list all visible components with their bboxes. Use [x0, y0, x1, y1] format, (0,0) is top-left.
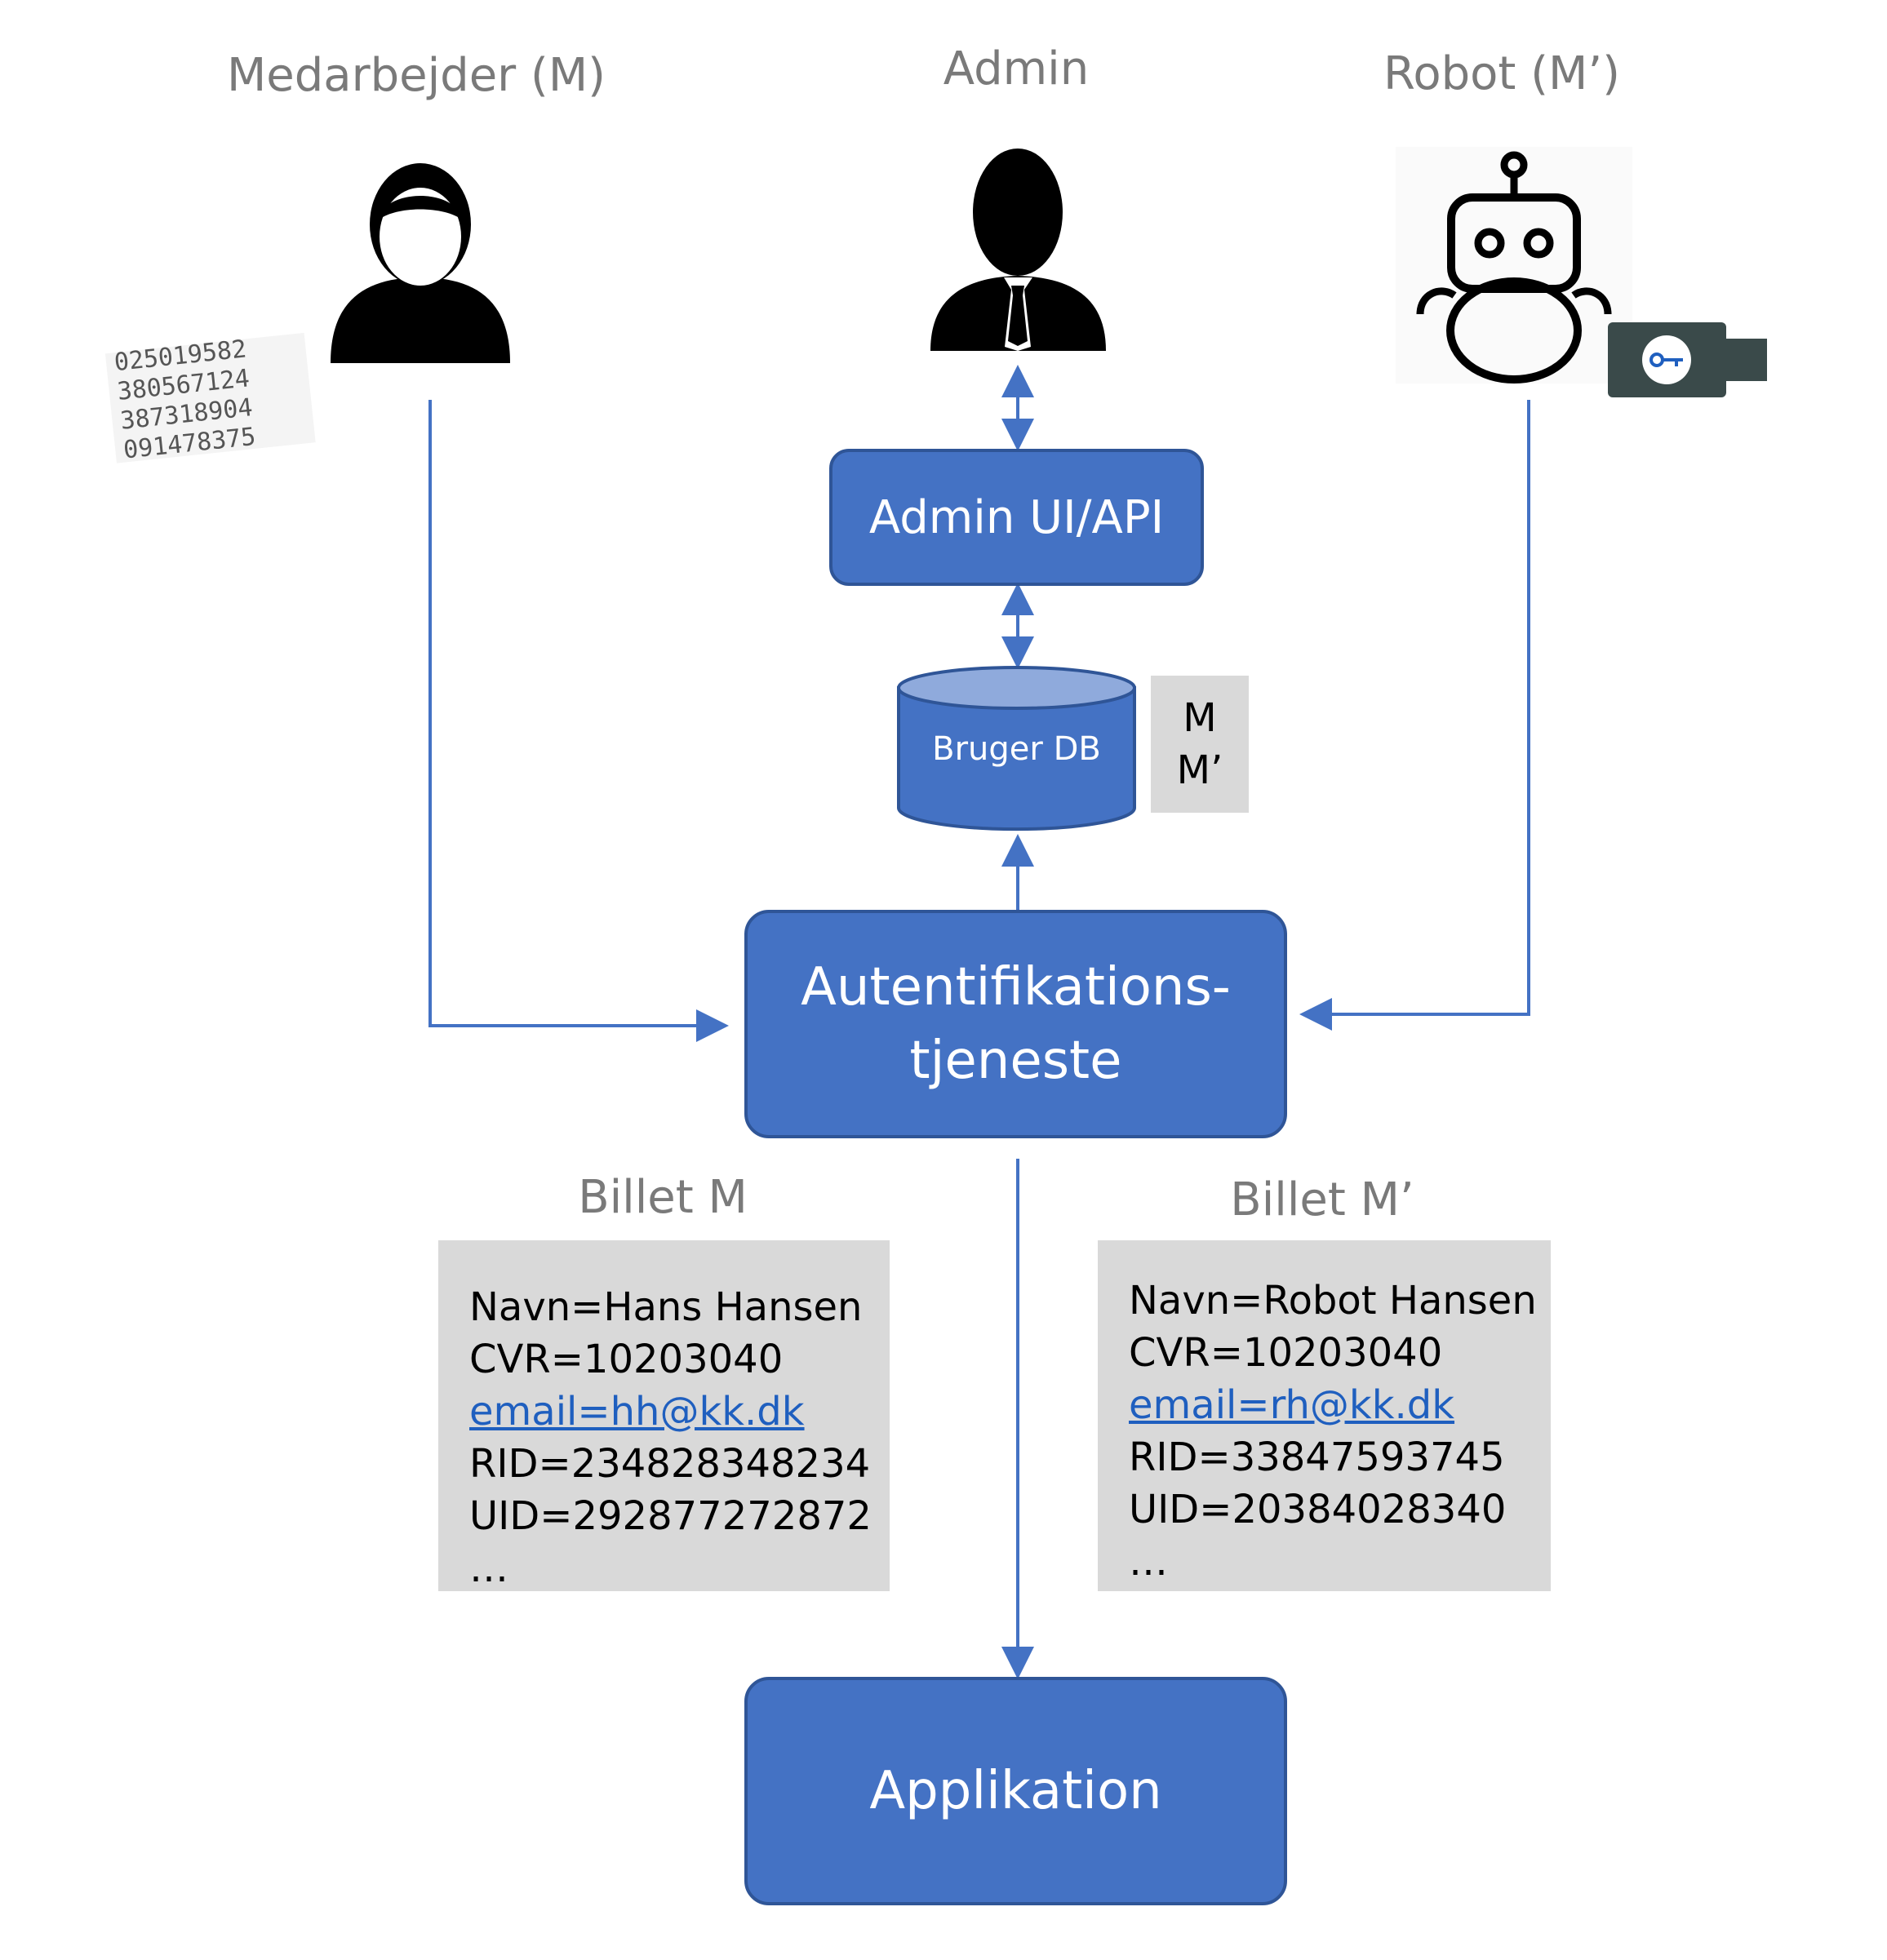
auth-service-line1: Autentifikations- [801, 957, 1231, 1018]
ticket-m-rid: RID=234828348234 [469, 1441, 871, 1487]
robot-label: Robot (M’) [1383, 47, 1621, 100]
user-db-entries: M M’ [1151, 676, 1249, 813]
nemid-card-icon: 025019582 380567124 387318904 091478375 [102, 326, 322, 465]
ticket-m-cvr: CVR=10203040 [469, 1337, 784, 1382]
ticket-m-name: Navn=Hans Hansen [469, 1284, 863, 1330]
person-icon [331, 163, 510, 363]
ticket-m2-email-link[interactable]: email=rh@kk.dk [1129, 1382, 1455, 1428]
user-db-label: Bruger DB [932, 730, 1101, 768]
db-entry-m: M [1183, 695, 1217, 741]
ticket-m2-rid: RID=33847593745 [1129, 1435, 1505, 1480]
ticket-m2-cvr: CVR=10203040 [1129, 1330, 1443, 1376]
auth-service-line2: tjeneste [909, 1031, 1122, 1091]
admin-ui-box: Admin UI/API [829, 449, 1204, 586]
auth-service-box: Autentifikations- tjeneste [744, 910, 1287, 1138]
businessman-icon [930, 149, 1106, 351]
ticket-m2-more: … [1129, 1539, 1168, 1585]
ticket-m2-title: Billet M’ [1230, 1173, 1414, 1226]
ticket-m-box: Navn=Hans Hansen CVR=10203040 email=hh@k… [438, 1240, 890, 1591]
employee-label: Medarbejder (M) [226, 49, 606, 102]
ticket-m-title: Billet M [578, 1171, 748, 1224]
ticket-m2-box: Navn=Robot Hansen CVR=10203040 email=rh@… [1098, 1240, 1551, 1591]
admin-ui-label: Admin UI/API [868, 490, 1165, 544]
application-label: Applikation [869, 1761, 1162, 1821]
ticket-m-more: … [469, 1545, 508, 1591]
robot-to-auth-arrow [1299, 400, 1530, 1031]
ticket-m2-uid: UID=20384028340 [1129, 1487, 1507, 1532]
user-db-cylinder: Bruger DB [896, 665, 1137, 832]
employee-to-auth-arrow [428, 400, 729, 1042]
db-entry-m-prime: M’ [1176, 747, 1223, 793]
application-box: Applikation [744, 1677, 1287, 1905]
ticket-m-email-link[interactable]: email=hh@kk.dk [469, 1389, 805, 1435]
usb-key-icon [1608, 322, 1767, 397]
robot-icon [1396, 147, 1632, 384]
ticket-m2-name: Navn=Robot Hansen [1129, 1278, 1537, 1324]
admin-label: Admin [943, 42, 1090, 95]
ticket-m-uid: UID=292877272872 [469, 1493, 872, 1539]
